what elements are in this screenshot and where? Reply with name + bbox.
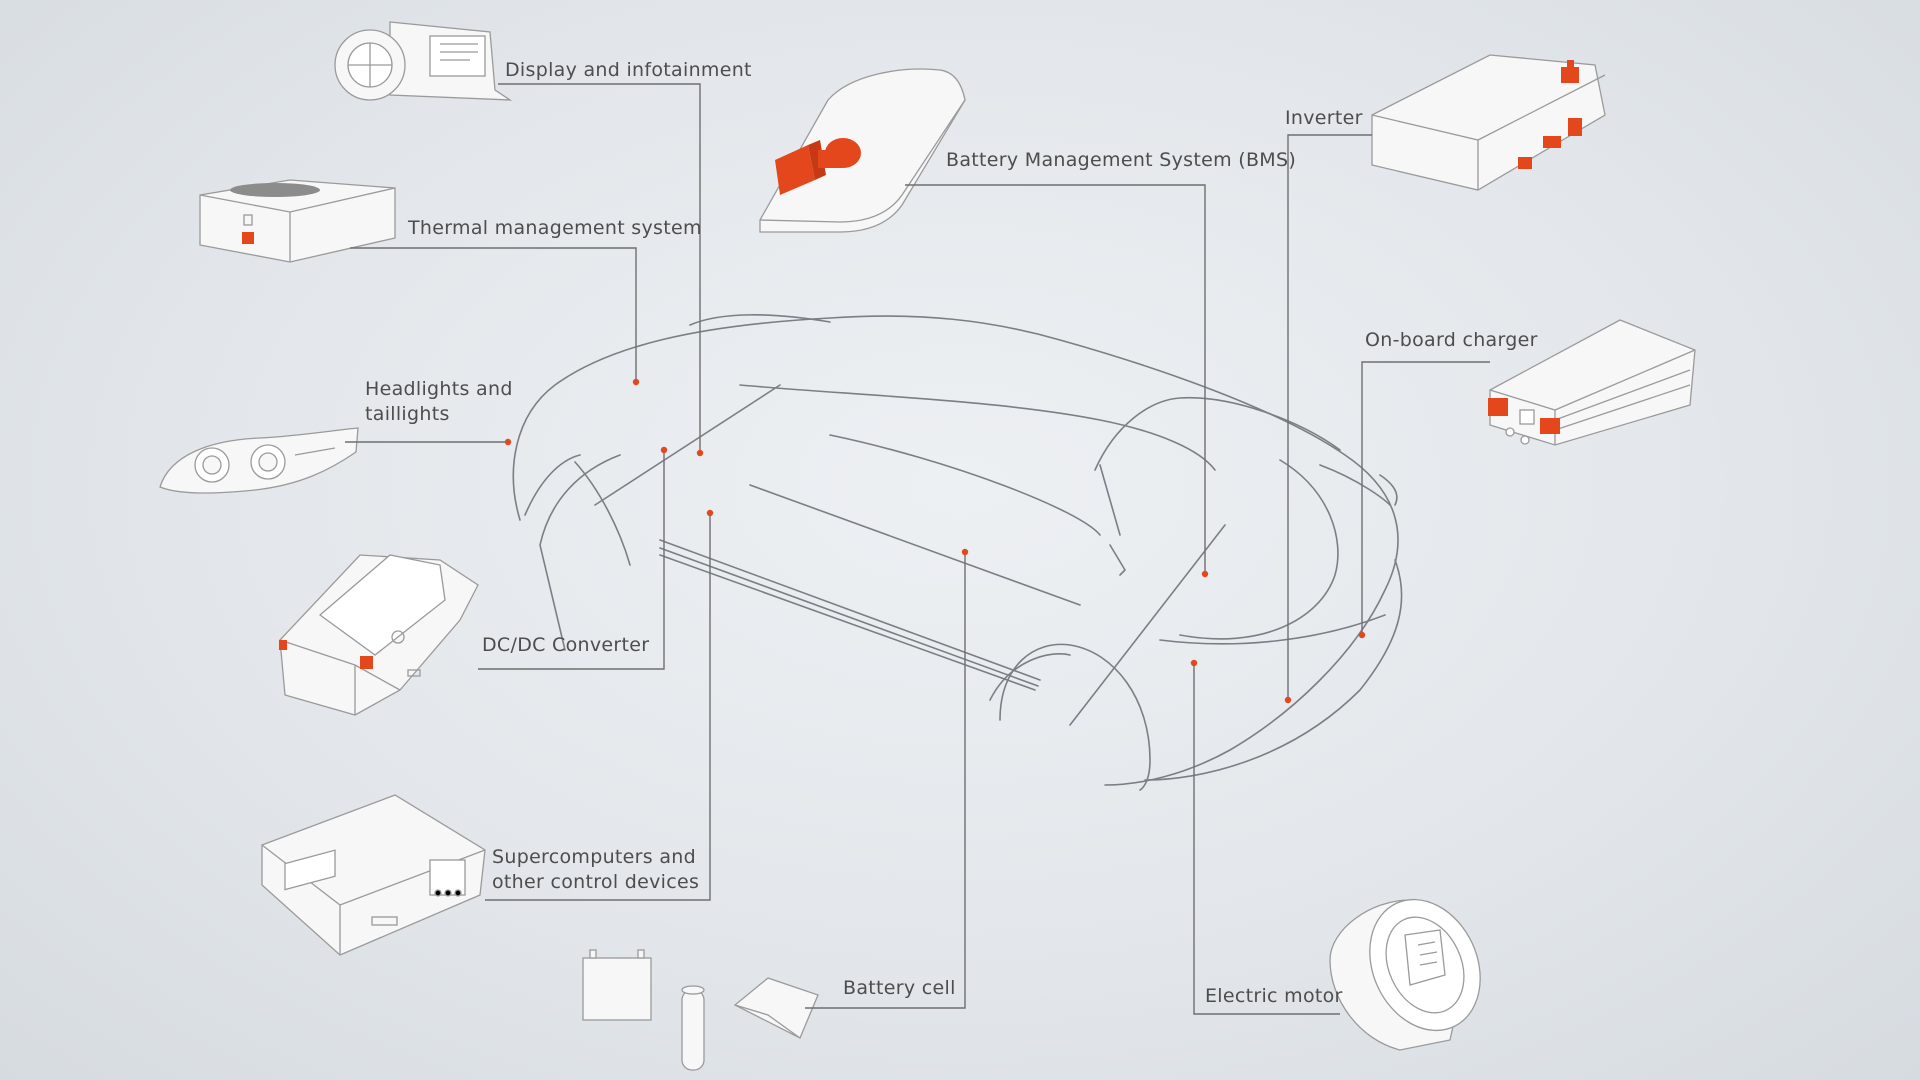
label-onboard-charger: On-board charger <box>1365 329 1538 351</box>
car-outline <box>512 314 1403 791</box>
label-headlights-taillights: Headlights and taillights <box>365 378 513 425</box>
headlight-sketch <box>159 427 359 494</box>
bms-sketch <box>759 68 966 233</box>
label-battery-cell: Battery cell <box>843 977 956 999</box>
electric-motor-sketch <box>1329 898 1481 1051</box>
dot-dcdc <box>660 446 668 454</box>
label-dcdc-converter: DC/DC Converter <box>482 634 650 656</box>
leader-lines <box>345 83 1490 1015</box>
supercomputer-sketch <box>261 794 486 956</box>
label-thermal-management: Thermal management system <box>408 217 702 239</box>
leader-inverter <box>1287 134 1372 700</box>
leader-display <box>498 83 701 453</box>
dot-headlights <box>504 438 512 446</box>
leader-thermal <box>350 247 637 382</box>
label-electric-motor: Electric motor <box>1205 985 1343 1007</box>
label-display-infotainment: Display and infotainment <box>505 59 752 81</box>
battery-cell-sketches <box>582 949 819 1071</box>
onboard-charger-sketch <box>1488 319 1696 446</box>
anchor-dots <box>504 378 1366 704</box>
leader-battery-cell <box>805 552 966 1009</box>
dot-electric-motor <box>1190 659 1198 667</box>
dot-onboard-charger <box>1358 631 1366 639</box>
leader-electric-motor <box>1193 663 1340 1015</box>
leader-bms <box>905 184 1206 574</box>
dot-battery-cell <box>961 548 969 556</box>
dot-supercomputers <box>706 509 714 517</box>
dot-thermal <box>632 378 640 386</box>
dot-inverter <box>1284 696 1292 704</box>
leader-dcdc <box>478 450 665 670</box>
label-supercomputers: Supercomputers and other control devices <box>492 846 700 893</box>
dot-bms <box>1201 570 1209 578</box>
label-inverter: Inverter <box>1285 107 1363 129</box>
display-infotainment-sketch <box>334 21 513 101</box>
inverter-sketch <box>1371 54 1606 191</box>
label-bms: Battery Management System (BMS) <box>946 149 1297 171</box>
dot-display <box>696 449 704 457</box>
leader-onboard-charger <box>1361 361 1490 635</box>
dcdc-converter-sketch <box>279 554 479 716</box>
thermal-management-sketch <box>199 179 396 263</box>
leader-supercomputers <box>485 513 711 901</box>
